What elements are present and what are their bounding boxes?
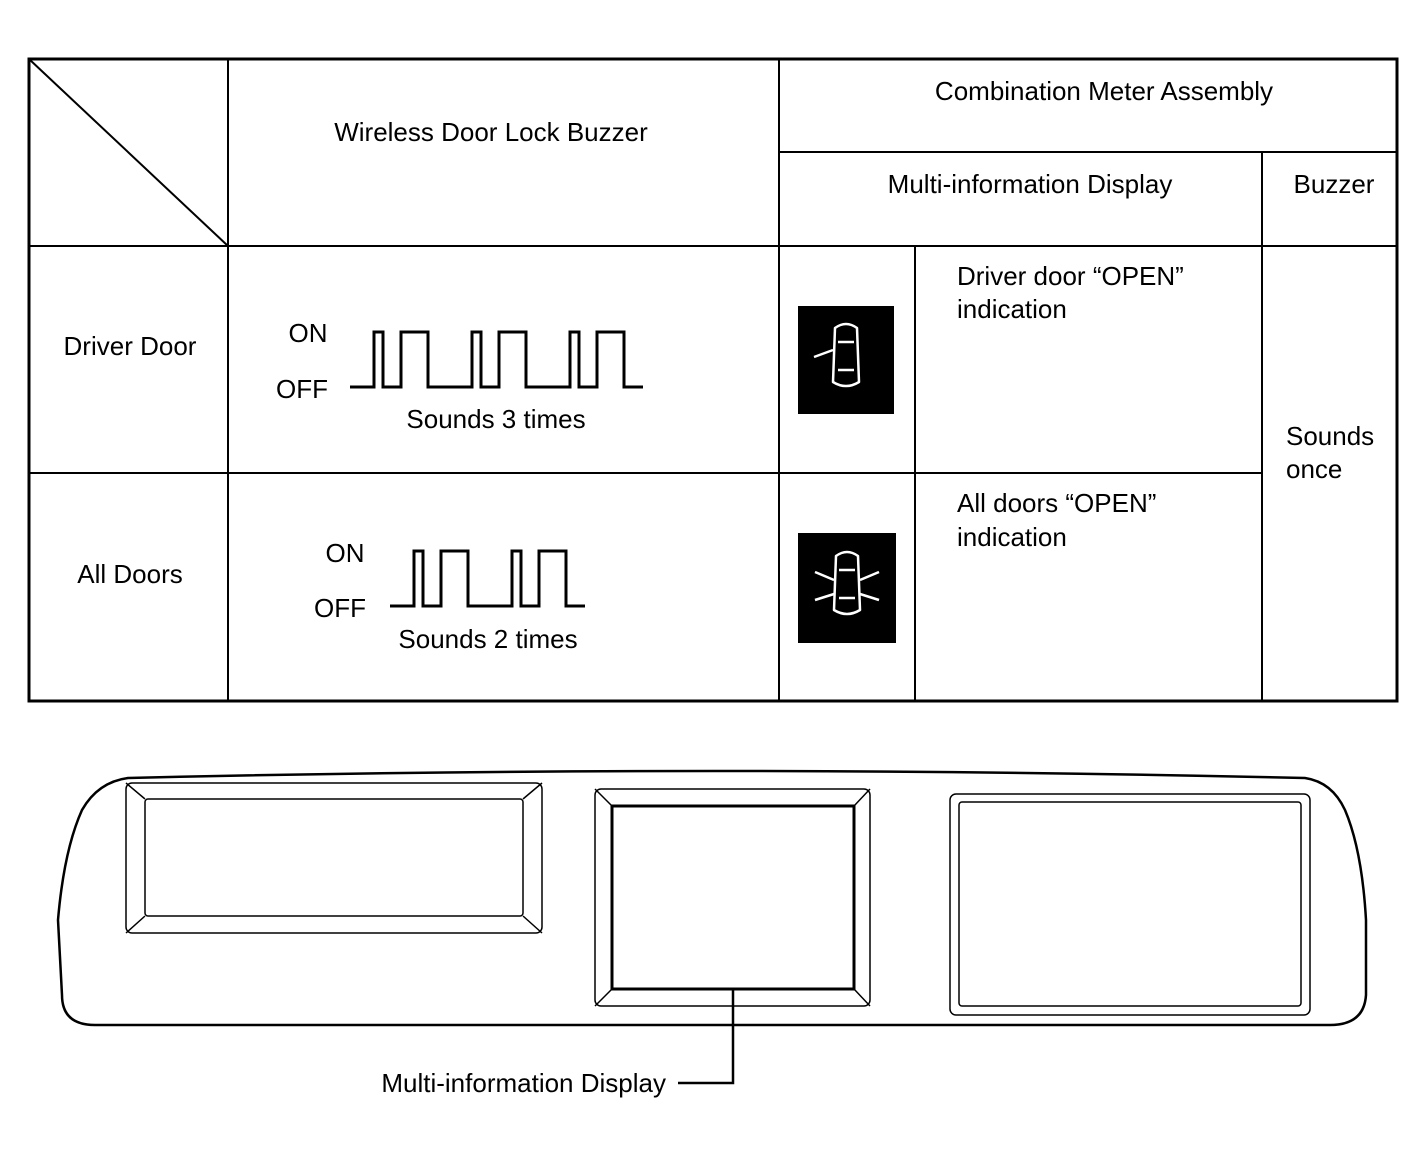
all-doors-open-icon [798,533,896,643]
caption-sounds-3-times: Sounds 3 times [406,404,585,434]
indication-driver-door: Driver door “OPEN” indication [957,261,1191,324]
cluster-housing [56,769,1368,1027]
multi-info-display-window [594,788,871,1007]
header-multi-info-display: Multi-information Display [888,169,1173,199]
callout-leader-line [678,989,735,1085]
right-gauge-window [949,793,1311,1016]
header-combination-meter: Combination Meter Assembly [935,76,1273,106]
signal-on-label: ON [326,538,365,568]
table-border [27,57,1399,703]
indication-all-doors: All doors “OPEN” indication [957,488,1164,552]
row-label-driver-door: Driver Door [64,331,197,361]
row-label-all-doors: All Doors [77,559,182,589]
corner-diagonal [28,58,229,247]
signal-on-label: ON [289,318,328,348]
signal-off-label: OFF [314,593,366,623]
header-wireless-buzzer: Wireless Door Lock Buzzer [334,117,648,147]
signal-off-label: OFF [276,374,328,404]
header-buzzer: Buzzer [1294,169,1375,199]
combination-meter-outline [56,769,1368,1085]
driver-door-open-icon [798,306,894,414]
caption-sounds-2-times: Sounds 2 times [398,624,577,654]
buzzer-waveform-2-pulses [390,549,585,608]
buzzer-waveform-3-pulses [350,330,643,389]
left-gauge-window [125,782,543,934]
callout-label-multi-info-display: Multi-information Display [381,1068,666,1098]
meter-buzzer-sounds-once: Sounds once [1286,421,1381,484]
info-table [27,57,1399,703]
